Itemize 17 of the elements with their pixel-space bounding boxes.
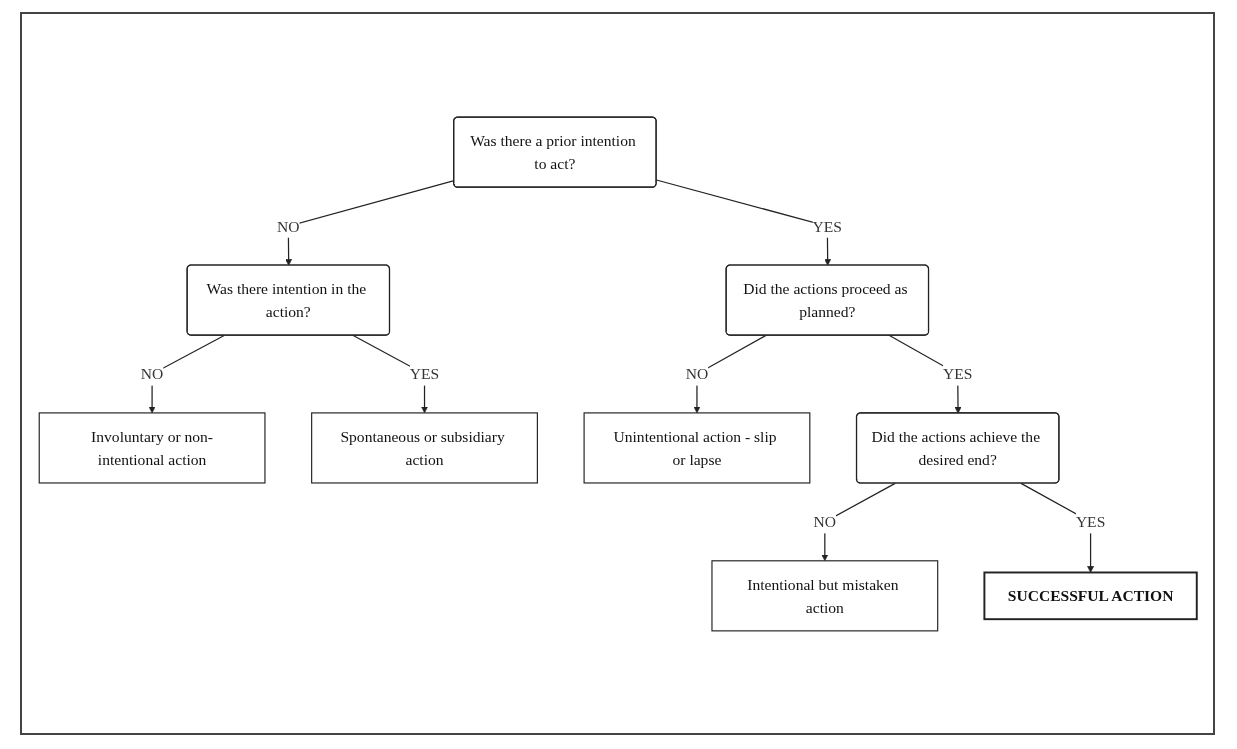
edge-label: YES <box>409 364 439 383</box>
arrow <box>693 334 767 413</box>
edge-label: NO <box>140 364 163 383</box>
arrow <box>148 334 225 413</box>
diagram-frame: NO NO YES YES NO YES NO YES Was there a prior intention to act? Was there intention in the action? Involuntary or non-intentional action Spontaneous or subsidiary action Did the actions proceed as planned? Unintentional action - slip or lapse Did the actions achieve the desired end? Intentional but mistaken action SUCCESSFUL ACTION <box>20 12 1215 735</box>
edge-label: YES <box>942 364 972 383</box>
node-box <box>982 571 1198 620</box>
edge-label: NO <box>685 364 708 383</box>
edge-label: NO <box>276 217 300 235</box>
edge-label: NO <box>813 512 836 530</box>
edge-label: YES <box>1075 512 1105 530</box>
node-box <box>310 411 538 484</box>
arrow <box>820 482 896 561</box>
node-box <box>710 559 938 631</box>
node-box <box>38 411 266 484</box>
node-box <box>583 411 810 484</box>
edge-label: YES <box>812 217 842 235</box>
